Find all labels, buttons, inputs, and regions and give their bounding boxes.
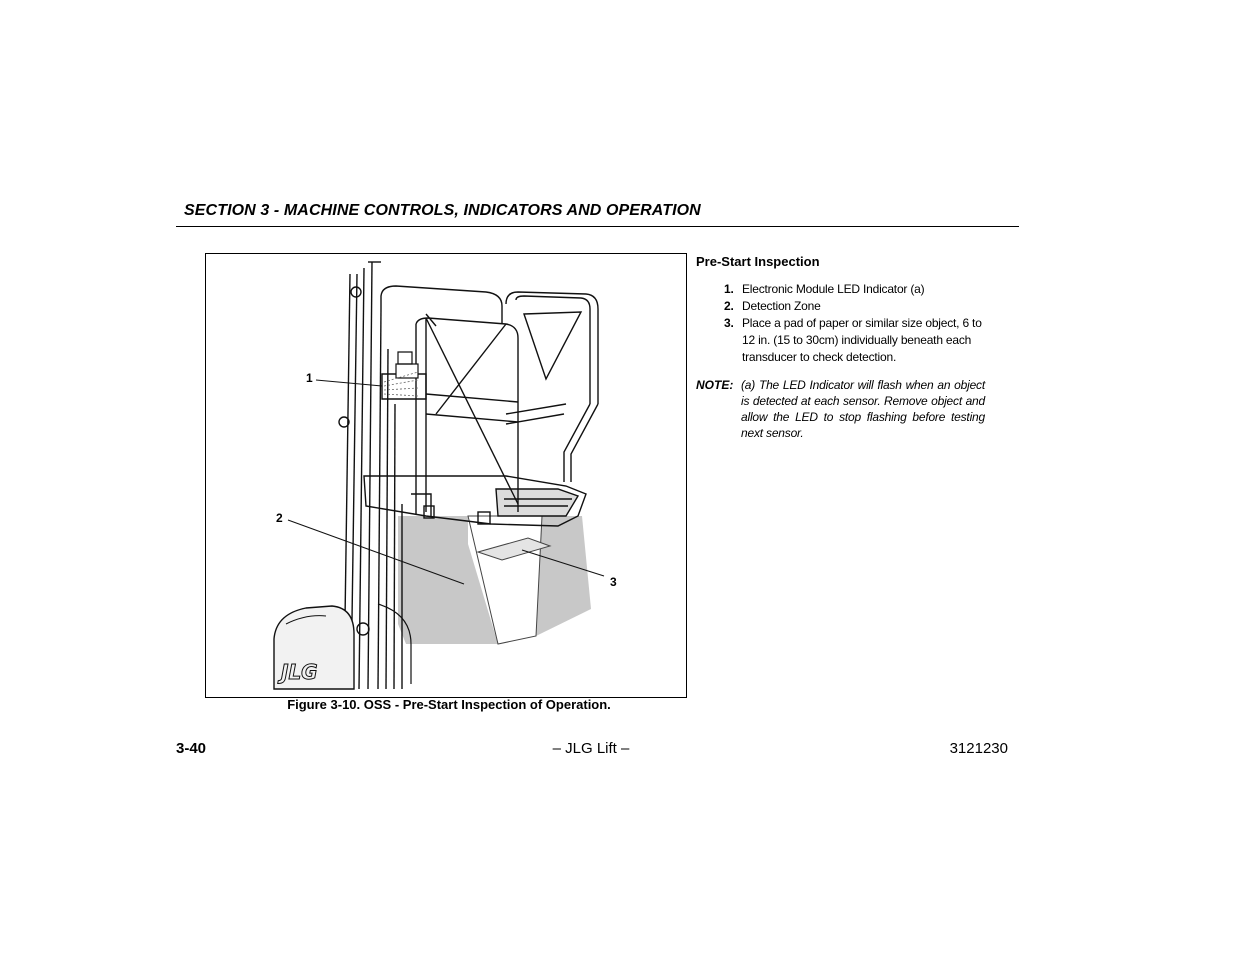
callout-3: 3 [610, 575, 617, 589]
note-block: NOTE: (a) The LED Indicator will flash w… [696, 377, 985, 441]
callout-2: 2 [276, 511, 283, 525]
note-text: (a) The LED Indicator will flash when an… [741, 378, 985, 440]
detection-zone-right [536, 516, 591, 636]
mast [338, 261, 403, 690]
step-item: 2. Detection Zone [724, 298, 986, 315]
oss-inspection-illustration: JLG 1 2 3 [273, 261, 617, 690]
step-text: Electronic Module LED Indicator (a) [742, 282, 925, 296]
section-title: SECTION 3 - MACHINE CONTROLS, INDICATORS… [184, 202, 701, 219]
base-chassis: JLG [273, 603, 412, 690]
step-text: Detection Zone [742, 299, 821, 313]
step-item: 3. Place a pad of paper or similar size … [724, 315, 986, 366]
step-item: 1. Electronic Module LED Indicator (a) [724, 281, 986, 298]
inspection-heading: Pre-Start Inspection [696, 254, 820, 269]
figure-frame: JLG 1 2 3 [205, 253, 687, 698]
page-number: 3-40 [176, 740, 207, 757]
document-number: 3121230 [949, 740, 1008, 757]
callout-1: 1 [306, 371, 313, 385]
step-number: 3. [724, 316, 734, 330]
platform-base [363, 475, 587, 527]
inspection-steps: 1. Electronic Module LED Indicator (a) 2… [724, 281, 986, 366]
note-label: NOTE: [696, 378, 734, 392]
footer-title: – JLG Lift – [552, 740, 630, 757]
instructions-column: Pre-Start Inspection 1. Electronic Modul… [696, 254, 996, 440]
section-rule [176, 226, 1019, 227]
callout-leaders [287, 379, 605, 585]
led-sensor-indicator [383, 351, 419, 397]
detection-zone-left [398, 516, 498, 644]
step-text: Place a pad of paper or similar size obj… [742, 316, 982, 364]
jlg-logo: JLG [277, 660, 318, 684]
guard-rails [380, 285, 599, 514]
step-number: 1. [724, 282, 734, 296]
paper-pad [476, 537, 552, 561]
figure-caption: Figure 3-10. OSS - Pre-Start Inspection … [287, 697, 611, 712]
step-number: 2. [724, 299, 734, 313]
